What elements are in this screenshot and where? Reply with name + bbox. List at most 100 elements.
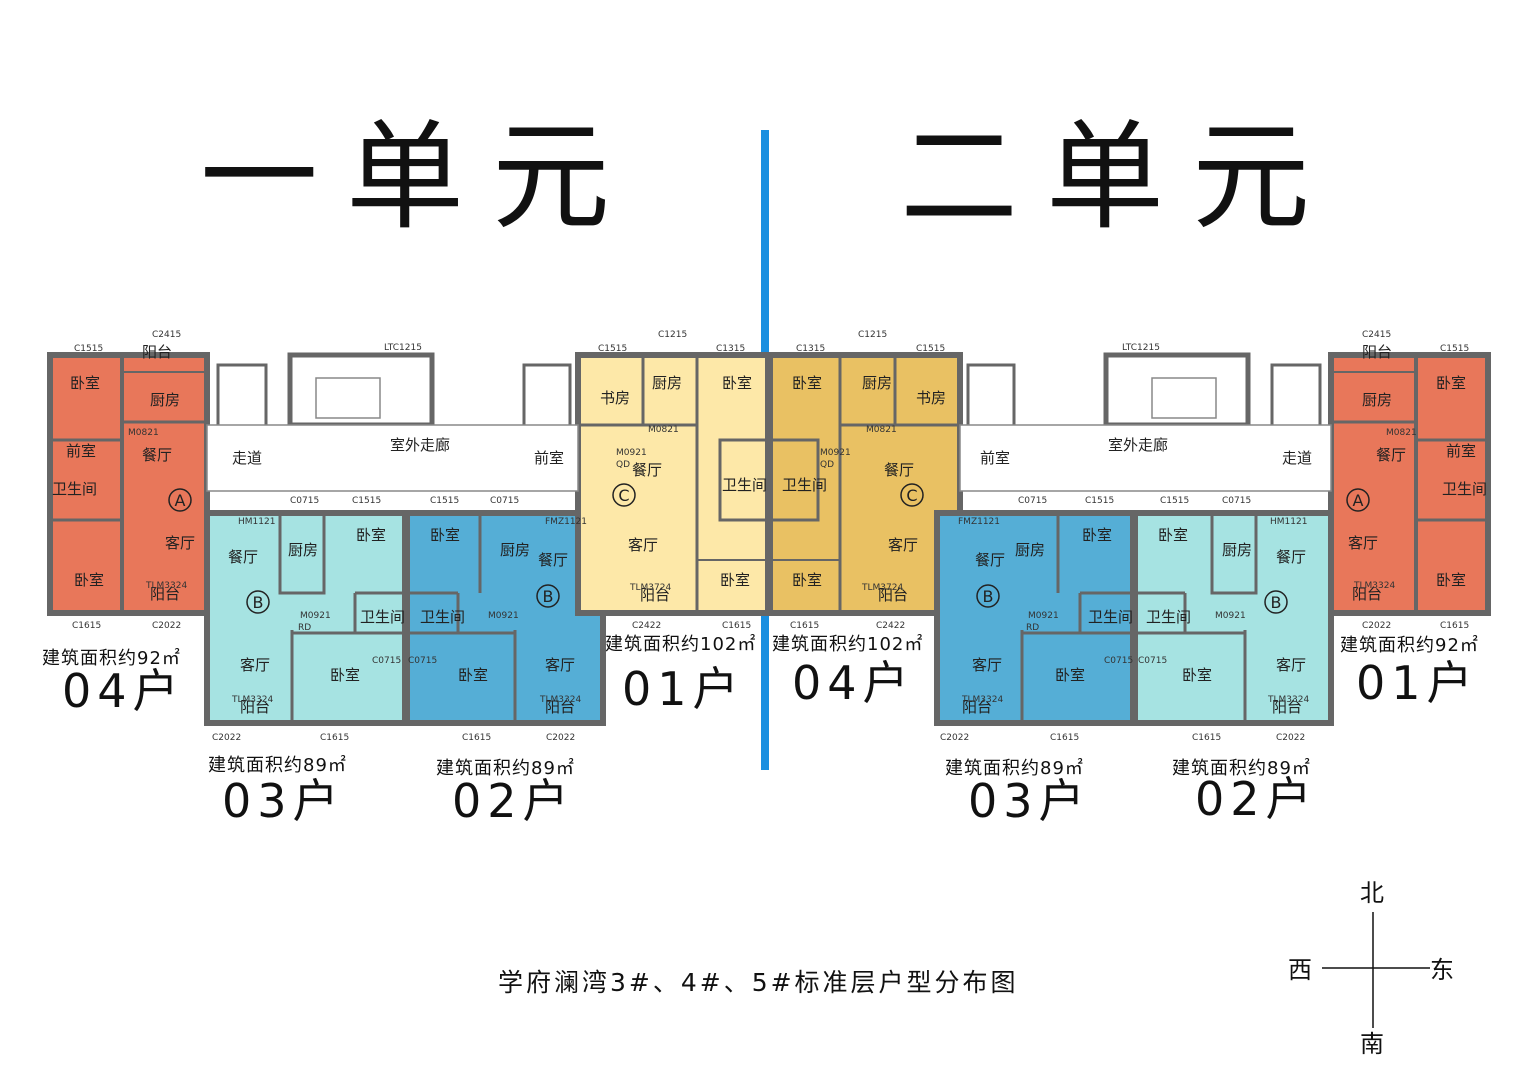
room-label: 客厅 bbox=[545, 656, 575, 674]
room-label: 卧室 bbox=[1158, 526, 1188, 544]
room-label: 餐厅 bbox=[142, 446, 172, 464]
room-label: 餐厅 bbox=[632, 461, 662, 479]
unit2-apt02-typeB bbox=[1132, 510, 1334, 726]
room-label: 餐厅 bbox=[1276, 548, 1306, 566]
room-label: 卫生间 bbox=[1146, 608, 1191, 626]
room-label: 前室 bbox=[980, 449, 1010, 467]
window-code: C0715 bbox=[490, 496, 519, 506]
room-label: 卫生间 bbox=[1088, 608, 1133, 626]
room-label: 阳台 bbox=[545, 698, 575, 716]
room-label: 卧室 bbox=[1436, 571, 1466, 589]
u2-01-household: 01户 bbox=[1356, 656, 1479, 710]
room-label: 客厅 bbox=[240, 656, 270, 674]
room-label: 客厅 bbox=[1348, 534, 1378, 552]
door-code: TLM3724 bbox=[629, 583, 671, 593]
door-code: M0821 bbox=[128, 428, 159, 438]
room-label: 客厅 bbox=[888, 536, 918, 554]
room-label: 卫生间 bbox=[722, 476, 767, 494]
u1-02-household: 02户 bbox=[452, 774, 575, 828]
type-letter: B bbox=[253, 593, 264, 612]
door-code: M0921 bbox=[616, 448, 647, 458]
u1-04-household: 04户 bbox=[62, 664, 185, 718]
room-label: 卧室 bbox=[70, 374, 100, 392]
window-code: C1515 bbox=[916, 344, 945, 354]
window-code: C2022 bbox=[546, 733, 575, 743]
door-code: M0921 bbox=[1028, 611, 1059, 621]
window-code: C1515 bbox=[1160, 496, 1189, 506]
door-code: FMZ1121 bbox=[545, 517, 587, 527]
unit1-apt04-typeA bbox=[47, 352, 210, 616]
door-code: M0921 bbox=[300, 611, 331, 621]
door-code: HM1121 bbox=[1270, 517, 1307, 527]
room-label: 厨房 bbox=[1222, 541, 1252, 559]
window-code: C1615 bbox=[790, 621, 819, 631]
window-code: C2022 bbox=[212, 733, 241, 743]
room-label: 客厅 bbox=[165, 534, 195, 552]
type-letter: B bbox=[983, 587, 994, 606]
type-letter: B bbox=[543, 587, 554, 606]
door-code: FMZ1121 bbox=[958, 517, 1000, 527]
room-label: 客厅 bbox=[1276, 656, 1306, 674]
window-code: C1515 bbox=[598, 344, 627, 354]
window-code: C0715 bbox=[290, 496, 319, 506]
window-code: C1615 bbox=[722, 621, 751, 631]
type-letter: C bbox=[906, 486, 917, 505]
door-code: M0821 bbox=[648, 425, 679, 435]
plan-caption: 学府澜湾3#、4#、5#标准层户型分布图 bbox=[498, 968, 1019, 997]
room-label: 卧室 bbox=[430, 526, 460, 544]
window-code: C1615 bbox=[1440, 621, 1469, 631]
room-label: 卧室 bbox=[1082, 526, 1112, 544]
type-letter: A bbox=[175, 491, 186, 510]
door-code: M0821 bbox=[866, 425, 897, 435]
compass-icon bbox=[1322, 912, 1430, 1028]
window-code: C1215 bbox=[658, 330, 687, 340]
unit2-apt04-typeC bbox=[767, 352, 963, 616]
window-code: C1615 bbox=[1050, 733, 1079, 743]
room-label: 卧室 bbox=[792, 374, 822, 392]
u2-03-area: 建筑面积约89㎡ bbox=[945, 758, 1084, 779]
room-label: 书房 bbox=[600, 389, 630, 407]
window-code: C1515 bbox=[430, 496, 459, 506]
room-label: 前室 bbox=[66, 442, 96, 460]
u1-03-household: 03户 bbox=[222, 774, 345, 828]
window-code: C2022 bbox=[152, 621, 181, 631]
room-label: 阳台 bbox=[142, 343, 172, 361]
unit2-apt02-fill bbox=[1132, 510, 1334, 726]
unit1-apt03-typeB bbox=[204, 510, 408, 726]
u2-03-household: 03户 bbox=[968, 774, 1091, 828]
room-label: 阳台 bbox=[240, 698, 270, 716]
window-code: C1515 bbox=[352, 496, 381, 506]
room-label: 阳台 bbox=[150, 585, 180, 603]
window-code: C2415 bbox=[152, 330, 181, 340]
room-label: 走道 bbox=[1282, 449, 1312, 467]
room-label: 餐厅 bbox=[538, 551, 568, 569]
window-code: C1615 bbox=[72, 621, 101, 631]
u2-01-area: 建筑面积约92㎡ bbox=[1340, 635, 1479, 656]
unit2-apt04-fill bbox=[767, 352, 963, 616]
unit1-apt02-typeB bbox=[404, 510, 606, 726]
compass-east: 东 bbox=[1430, 956, 1454, 984]
window-code: C1215 bbox=[858, 330, 887, 340]
unit1-core bbox=[206, 352, 579, 492]
room-label: 客厅 bbox=[628, 536, 658, 554]
room-label: 餐厅 bbox=[1376, 446, 1406, 464]
window-code: C2022 bbox=[1362, 621, 1391, 631]
window-code: LTC1215 bbox=[384, 343, 422, 353]
window-code: C0715 bbox=[1222, 496, 1251, 506]
door-code: TLM3324 bbox=[231, 695, 273, 705]
room-label: 厨房 bbox=[150, 391, 180, 409]
door-code: QD bbox=[820, 460, 834, 470]
window-code: C0715 bbox=[372, 656, 401, 666]
room-label: 卧室 bbox=[1055, 666, 1085, 684]
unit1-apt01-typeC bbox=[575, 352, 771, 616]
window-code: C1515 bbox=[1440, 344, 1469, 354]
type-letter: C bbox=[618, 486, 629, 505]
door-code: TLM3724 bbox=[861, 583, 903, 593]
unit2-apt01-fill bbox=[1328, 352, 1491, 616]
room-label: 阳台 bbox=[878, 586, 908, 604]
room-label: 卧室 bbox=[356, 526, 386, 544]
door-code: TLM3324 bbox=[539, 695, 581, 705]
unit2-apt01-typeA bbox=[1328, 352, 1491, 616]
window-code: C2022 bbox=[1276, 733, 1305, 743]
